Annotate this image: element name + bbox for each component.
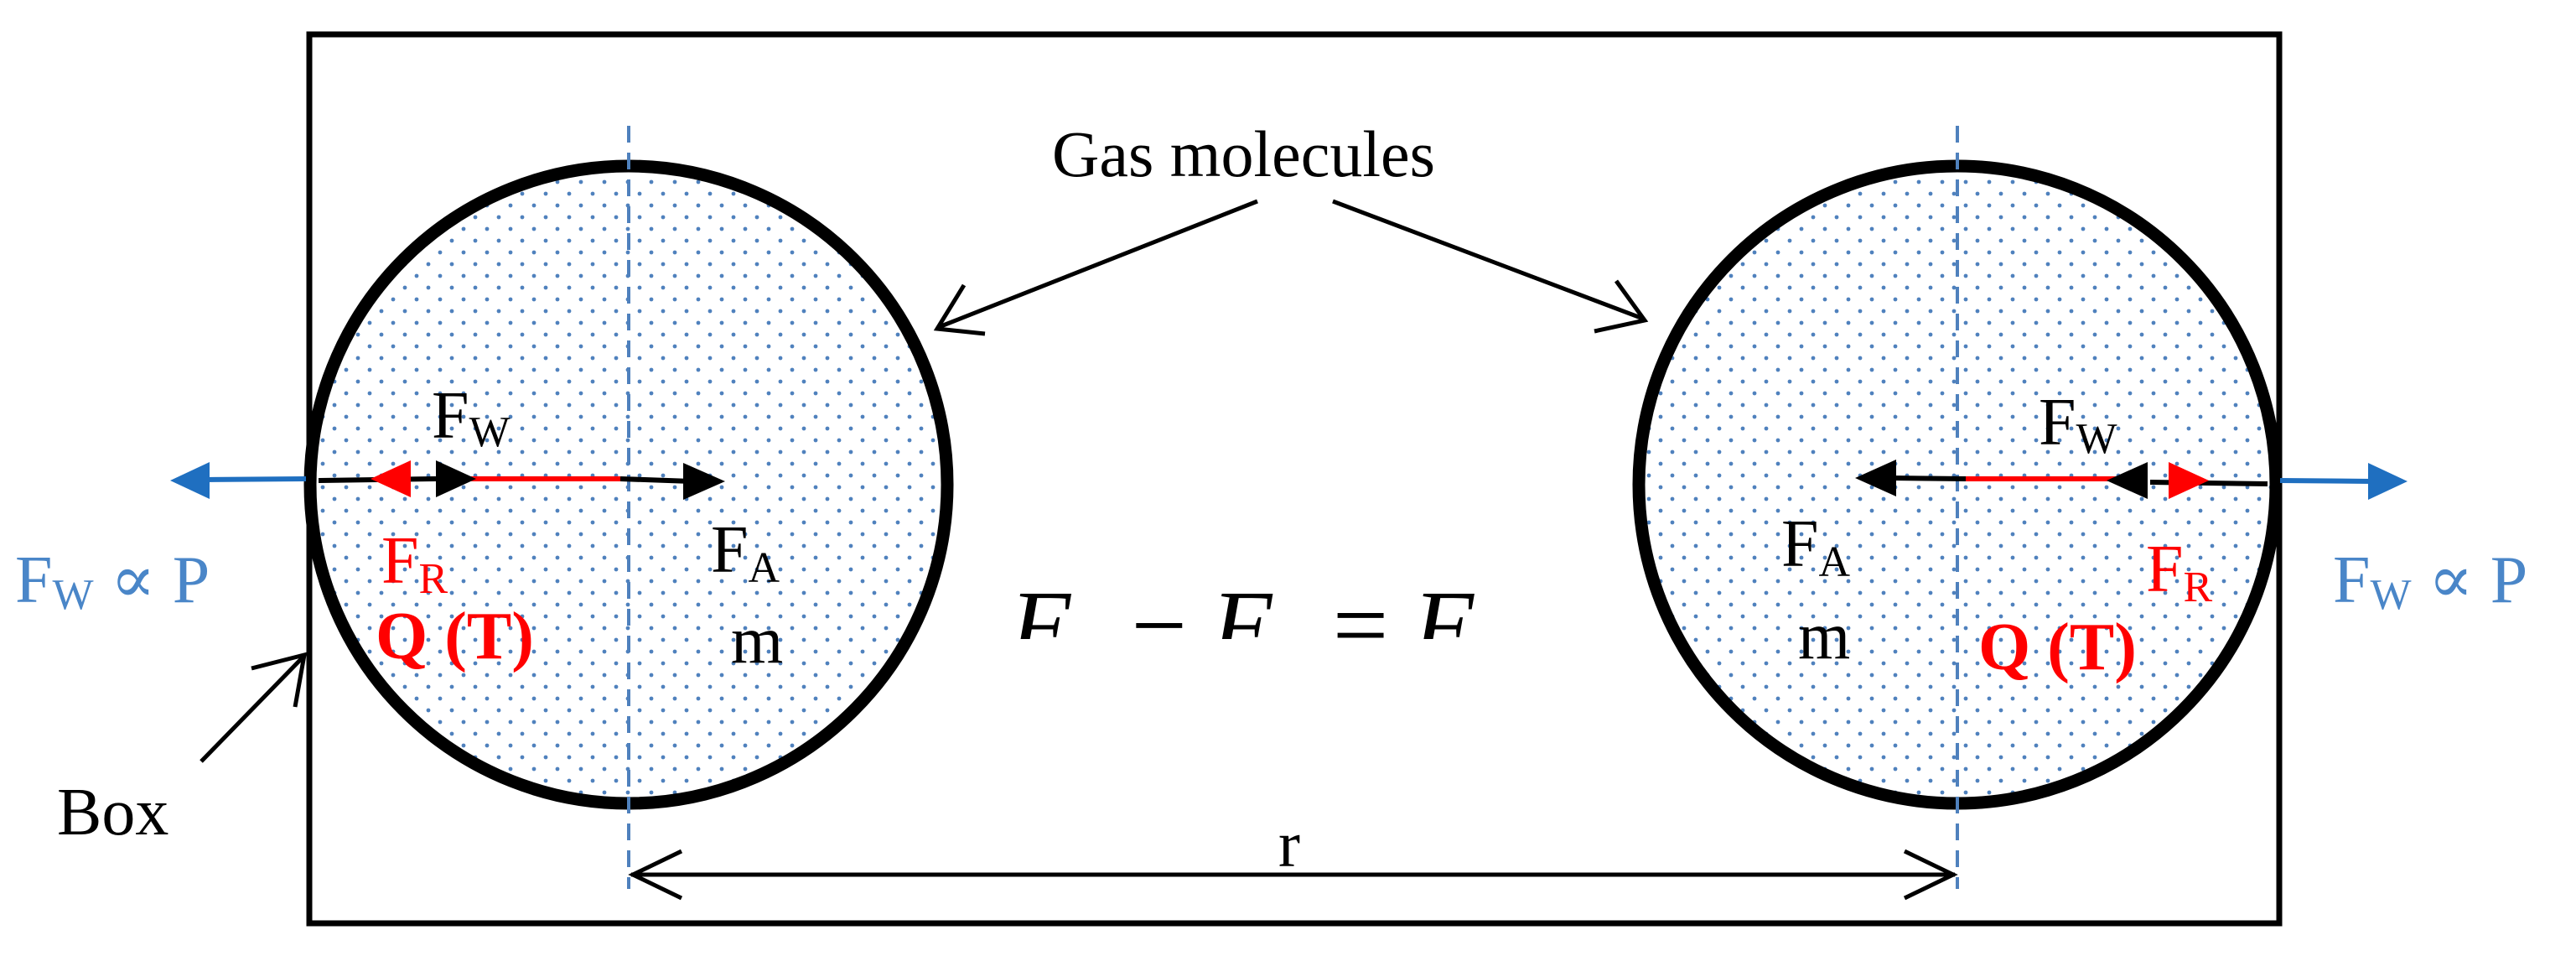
left-fw-arrowhead — [436, 460, 476, 497]
right-fa-label: FA — [1781, 507, 1851, 586]
right-molecule — [1632, 126, 2283, 889]
right-wall-force-label: FW ∝ P — [2333, 543, 2527, 619]
left-wall-arrowhead — [170, 462, 210, 499]
left-fw-label: FW — [432, 379, 511, 456]
right-force-arrows — [1855, 460, 2408, 500]
right-molecule-labels: FW FR FA m Q (T) FW ∝ P — [1781, 386, 2527, 684]
left-wall-force-label: FW ∝ P — [15, 543, 210, 619]
left-fa-label: FA — [711, 513, 780, 592]
right-mass-label: m — [1798, 600, 1850, 673]
left-mass-label: m — [731, 604, 783, 678]
left-molecule-labels: FW FR FA m Q (T) FW ∝ P — [15, 379, 783, 678]
left-fa-arrowhead — [683, 463, 725, 500]
distance-indicator: r — [628, 808, 1958, 901]
right-fr-arrowhead — [2169, 462, 2209, 499]
right-fa-arrowhead — [1855, 460, 1896, 496]
right-heat-label: Q (T) — [1978, 610, 2137, 684]
distance-label: r — [1278, 808, 1300, 881]
right-fw-arrowhead — [2107, 462, 2148, 499]
left-heat-label: Q (T) — [376, 600, 534, 673]
gas-molecules-pointers — [933, 199, 1649, 336]
equation-clip: FR − FA = FW — [1009, 570, 1527, 693]
box-label: Box — [57, 776, 168, 849]
left-fr-arrowhead — [371, 460, 411, 497]
right-fw-label: FW — [2039, 386, 2117, 463]
equation: FR − FA = FW — [1009, 570, 1527, 693]
left-force-arrows — [170, 460, 725, 500]
right-wall-arrowhead — [2368, 463, 2408, 500]
gas-molecules-label: Gas molecules — [1052, 117, 1435, 190]
right-fr-label: FR — [2146, 533, 2213, 611]
box-pointer — [200, 652, 308, 763]
left-molecule — [303, 126, 954, 889]
left-fr-label: FR — [381, 524, 448, 603]
